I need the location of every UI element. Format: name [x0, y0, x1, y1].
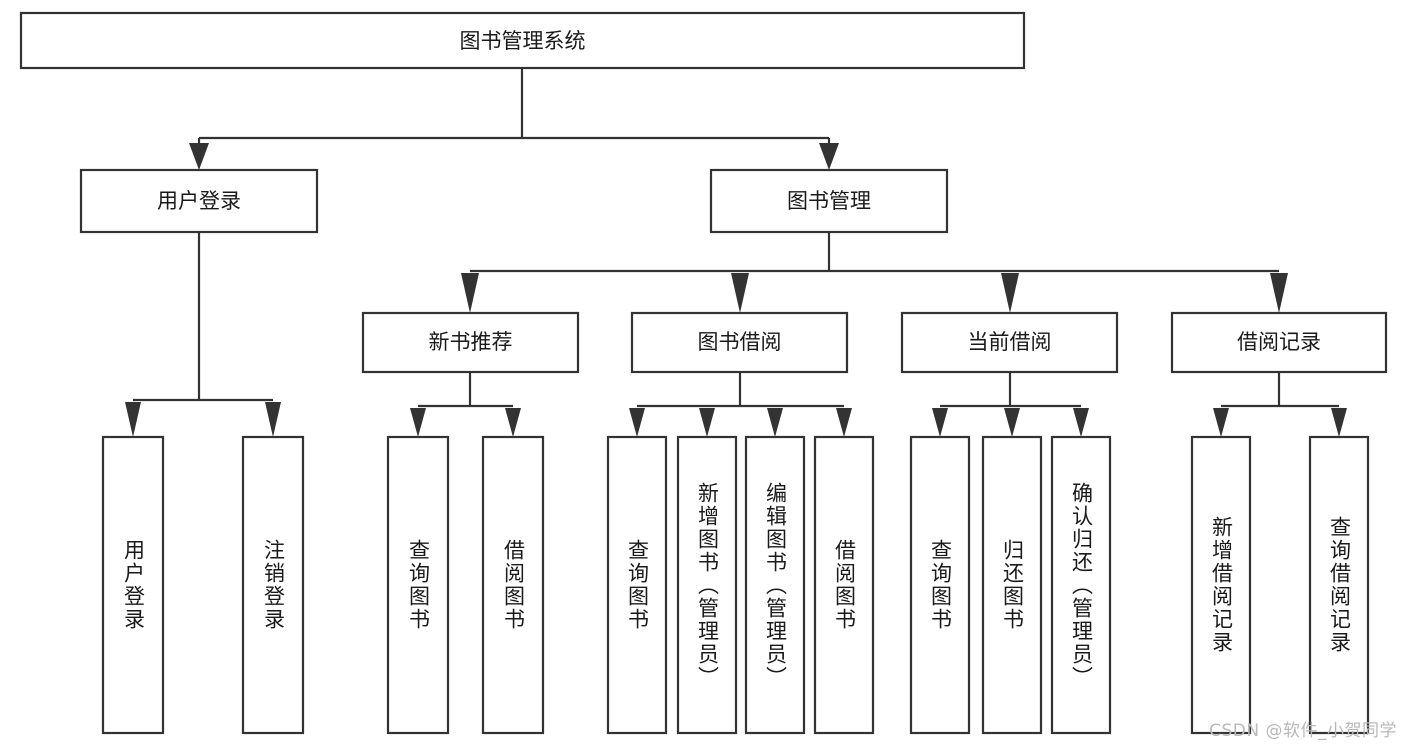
node-current-borrow-label: 当前借阅	[968, 330, 1052, 354]
node-leaf-edit-book-box[interactable]	[744, 435, 806, 735]
node-user-login-box[interactable]	[79, 168, 319, 234]
node-book-borrow-label: 图书借阅	[698, 330, 782, 354]
arrow-head-leaf-user-login	[125, 402, 141, 437]
connector-group-root	[189, 68, 839, 170]
node-book-management-box[interactable]	[709, 168, 949, 234]
node-new-book-recommend[interactable]: 新书推荐	[361, 311, 580, 374]
arrow-head-leaf-logout	[265, 402, 281, 437]
arrow-head-book-management	[819, 143, 839, 170]
arrow-head-leaf-query-book-2	[629, 408, 645, 437]
connector-group-borrow-record	[1213, 372, 1347, 437]
node-book-borrow[interactable]: 图书借阅	[630, 311, 849, 374]
node-root-box[interactable]	[19, 11, 1026, 70]
node-root-label: 图书管理系统	[460, 29, 586, 53]
arrow-head-leaf-return-book	[1004, 408, 1020, 437]
node-leaf-logout-box[interactable]	[241, 435, 305, 735]
connector-group-current-borrow	[932, 372, 1089, 437]
node-leaf-borrow-book-2-box[interactable]	[813, 435, 875, 735]
arrow-head-leaf-borrow-book-2	[836, 408, 852, 437]
connector-group-book-borrow	[629, 372, 852, 437]
arrow-head-leaf-query-record	[1331, 408, 1347, 437]
connector-group-user-login	[125, 232, 281, 437]
node-borrow-record-box[interactable]	[1170, 311, 1388, 374]
node-current-borrow[interactable]: 当前借阅	[900, 311, 1119, 374]
node-leaf-return-book-box[interactable]	[981, 435, 1043, 735]
leaf-boxes	[101, 435, 1370, 735]
node-borrow-record-label: 借阅记录	[1237, 330, 1321, 354]
arrow-head-user-login	[189, 143, 209, 170]
watermark-text: CSDN @软件_小贺同学	[1209, 721, 1397, 741]
node-leaf-confirm-return-box[interactable]	[1050, 435, 1112, 735]
node-borrow-record[interactable]: 借阅记录	[1170, 311, 1388, 374]
node-leaf-borrow-book-1-box[interactable]	[481, 435, 545, 735]
node-leaf-user-login-box[interactable]	[101, 435, 165, 735]
node-leaf-query-book-2-box[interactable]	[606, 435, 668, 735]
arrow-head-leaf-borrow-book-1	[505, 408, 521, 437]
node-book-borrow-box[interactable]	[630, 311, 849, 374]
connector-group-book-management	[461, 232, 1288, 313]
arrow-head-borrow-record	[1270, 273, 1288, 313]
arrow-head-leaf-edit-book	[767, 408, 783, 437]
node-user-login-label: 用户登录	[157, 189, 241, 213]
arrow-head-current-borrow	[1001, 273, 1019, 313]
node-book-management-label: 图书管理	[787, 189, 871, 213]
connector-group-new-book-recommend	[410, 372, 521, 437]
arrow-head-leaf-query-book-1	[410, 408, 426, 437]
node-new-book-recommend-box[interactable]	[361, 311, 580, 374]
node-leaf-add-record-box[interactable]	[1190, 435, 1252, 735]
arrow-head-leaf-query-book-3	[932, 408, 948, 437]
node-leaf-query-record-box[interactable]	[1308, 435, 1370, 735]
node-root[interactable]: 图书管理系统	[19, 11, 1026, 70]
node-leaf-query-book-3-box[interactable]	[909, 435, 971, 735]
arrow-head-new-book-recommend	[461, 273, 479, 313]
node-book-management[interactable]: 图书管理	[709, 168, 949, 234]
node-current-borrow-box[interactable]	[900, 311, 1119, 374]
arrow-head-leaf-add-record	[1213, 408, 1229, 437]
node-leaf-query-book-1-box[interactable]	[386, 435, 450, 735]
node-leaf-add-book-box[interactable]	[676, 435, 738, 735]
arrow-head-leaf-add-book	[699, 408, 715, 437]
arrow-head-leaf-confirm-return	[1073, 408, 1089, 437]
arrow-head-book-borrow	[731, 273, 749, 313]
node-new-book-recommend-label: 新书推荐	[429, 330, 513, 354]
node-user-login[interactable]: 用户登录	[79, 168, 319, 234]
